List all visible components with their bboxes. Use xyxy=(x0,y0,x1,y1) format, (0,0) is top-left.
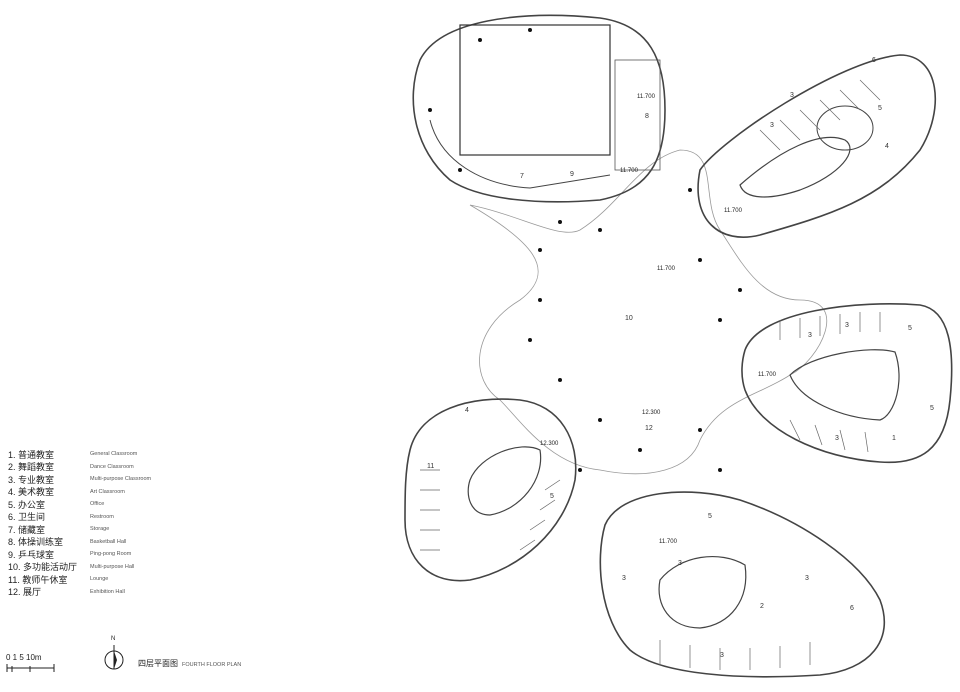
legend-item: 4. 美术教室 Art Classroom xyxy=(8,486,208,499)
wing-courtyard xyxy=(658,555,747,629)
room-number: 5 xyxy=(930,405,934,412)
elevation-label: 12.300 xyxy=(540,441,559,447)
legend-item-en: Ping-pong Room xyxy=(90,551,132,558)
wing-outline xyxy=(404,398,577,582)
legend-item-zh: 7. 储藏室 xyxy=(8,524,46,535)
room-number: 5 xyxy=(878,105,882,112)
room-number: 1 xyxy=(892,435,896,442)
room-number: 12 xyxy=(645,425,653,432)
north-arrow-icon xyxy=(104,645,124,670)
room-number: 3 xyxy=(790,92,794,99)
columns xyxy=(428,28,742,472)
wing-outline xyxy=(599,491,886,678)
elevation-label: 11.700 xyxy=(637,94,656,100)
legend-item-zh: 3. 专业教室 xyxy=(8,474,55,485)
room-number: 10 xyxy=(625,315,633,322)
plan-caption: 四层平面图 FOURTH FLOOR PLAN xyxy=(138,658,241,669)
legend-item-zh: 11. 教师午休室 xyxy=(8,574,68,585)
legend-item-zh: 10. 多功能活动厅 xyxy=(8,562,78,573)
legend-item-zh: 5. 办公室 xyxy=(8,499,46,510)
room-number: 5 xyxy=(550,493,554,500)
room-number: 4 xyxy=(465,407,469,414)
north-label: N xyxy=(111,636,116,642)
legend-item-en: Restroom xyxy=(90,513,114,520)
legend-item-en: Art Classroom xyxy=(90,488,125,495)
legend-item-en: Dance Classroom xyxy=(90,463,134,470)
north-arrow: N xyxy=(102,636,126,672)
room-number: 3 xyxy=(808,332,812,339)
room-number: 9 xyxy=(570,171,574,178)
legend-item-zh: 4. 美术教室 xyxy=(8,487,55,498)
round-room xyxy=(816,105,874,151)
legend-item: 9. 乒乓球室 Ping-pong Room xyxy=(8,548,208,561)
room-number: 3 xyxy=(835,435,839,442)
elevation-label: 12.300 xyxy=(642,410,661,416)
legend-item: 11. 教师午休室 Lounge xyxy=(8,573,208,586)
legend-item-en: General Classroom xyxy=(90,451,138,458)
legend-item: 12. 展厅 Exhibition Hall xyxy=(8,586,208,599)
legend-item-en: Multi-purpose Hall xyxy=(90,563,135,570)
wing-outline xyxy=(741,303,953,464)
legend-item: 5. 办公室 Office xyxy=(8,498,208,511)
legend-item-en: Storage xyxy=(90,526,110,533)
legend-item: 2. 舞蹈教室 Dance Classroom xyxy=(8,461,208,474)
legend-item-en: Office xyxy=(90,501,105,508)
legend-item-zh: 12. 展厅 xyxy=(8,587,42,598)
legend: 1. 普通教室 General Classroom 2. 舞蹈教室 Dance Cla… xyxy=(8,448,208,598)
room-number: 6 xyxy=(872,57,876,64)
room-number: 3 xyxy=(845,322,849,329)
elevation-label: 11.700 xyxy=(659,539,678,545)
room-walls xyxy=(420,79,881,670)
legend-item-zh: 2. 舞蹈教室 xyxy=(8,462,55,473)
room-number: 5 xyxy=(708,513,712,520)
room-number: 7 xyxy=(520,173,524,180)
scale-bar xyxy=(6,664,55,672)
room-number: 3 xyxy=(720,652,724,659)
legend-item-zh: 9. 乒乓球室 xyxy=(8,549,55,560)
room-number: 5 xyxy=(908,325,912,332)
caption-en: FOURTH FLOOR PLAN xyxy=(182,662,242,668)
hall-wing-outline xyxy=(412,14,666,203)
wing-courtyard xyxy=(789,349,900,421)
hall-inner-arc xyxy=(429,119,611,189)
caption-zh: 四层平面图 xyxy=(138,659,178,668)
room-number: 11 xyxy=(427,463,434,470)
legend-item-en: Lounge xyxy=(90,576,109,583)
elevation-label: 11.700 xyxy=(657,266,676,272)
legend-item-zh: 8. 体操训练室 xyxy=(8,537,64,548)
legend-item: 1. 普通教室 General Classroom xyxy=(8,448,208,461)
legend-item-en: Multi-purpose Classroom xyxy=(90,476,152,483)
room-number: 3 xyxy=(805,575,809,582)
room-number: 8 xyxy=(645,113,649,120)
wing-courtyard xyxy=(467,446,542,516)
room-number: 6 xyxy=(850,605,854,612)
wing-outline xyxy=(697,54,937,238)
room-number: 3 xyxy=(678,560,682,567)
service-block xyxy=(614,59,661,171)
room-number: 2 xyxy=(760,603,764,610)
legend-item-zh: 1. 普通教室 xyxy=(8,449,55,460)
elevation-label: 11.700 xyxy=(758,372,777,378)
legend-item: 10. 多功能活动厅 Multi-purpose Hall xyxy=(8,561,208,574)
legend-item: 3. 专业教室 Multi-purpose Classroom xyxy=(8,473,208,486)
legend-item-en: Basketball Hall xyxy=(90,538,127,545)
legend-item-zh: 6. 卫生间 xyxy=(8,512,46,523)
legend-item: 8. 体操训练室 Basketball Hall xyxy=(8,536,208,549)
legend-item-en: Exhibition Hall xyxy=(90,588,125,595)
legend-item: 7. 储藏室 Storage xyxy=(8,523,208,536)
elevation-label: 11.700 xyxy=(724,208,743,214)
hall-court xyxy=(459,24,611,156)
legend-item: 6. 卫生间 Restroom xyxy=(8,511,208,524)
room-number: 4 xyxy=(885,143,889,150)
elevation-label: 11.700 xyxy=(620,168,639,174)
room-number: 3 xyxy=(622,575,626,582)
room-number: 3 xyxy=(770,122,774,129)
wing-courtyard xyxy=(739,136,851,198)
scale-bar-labels: 0 1 5 10m xyxy=(6,653,42,662)
